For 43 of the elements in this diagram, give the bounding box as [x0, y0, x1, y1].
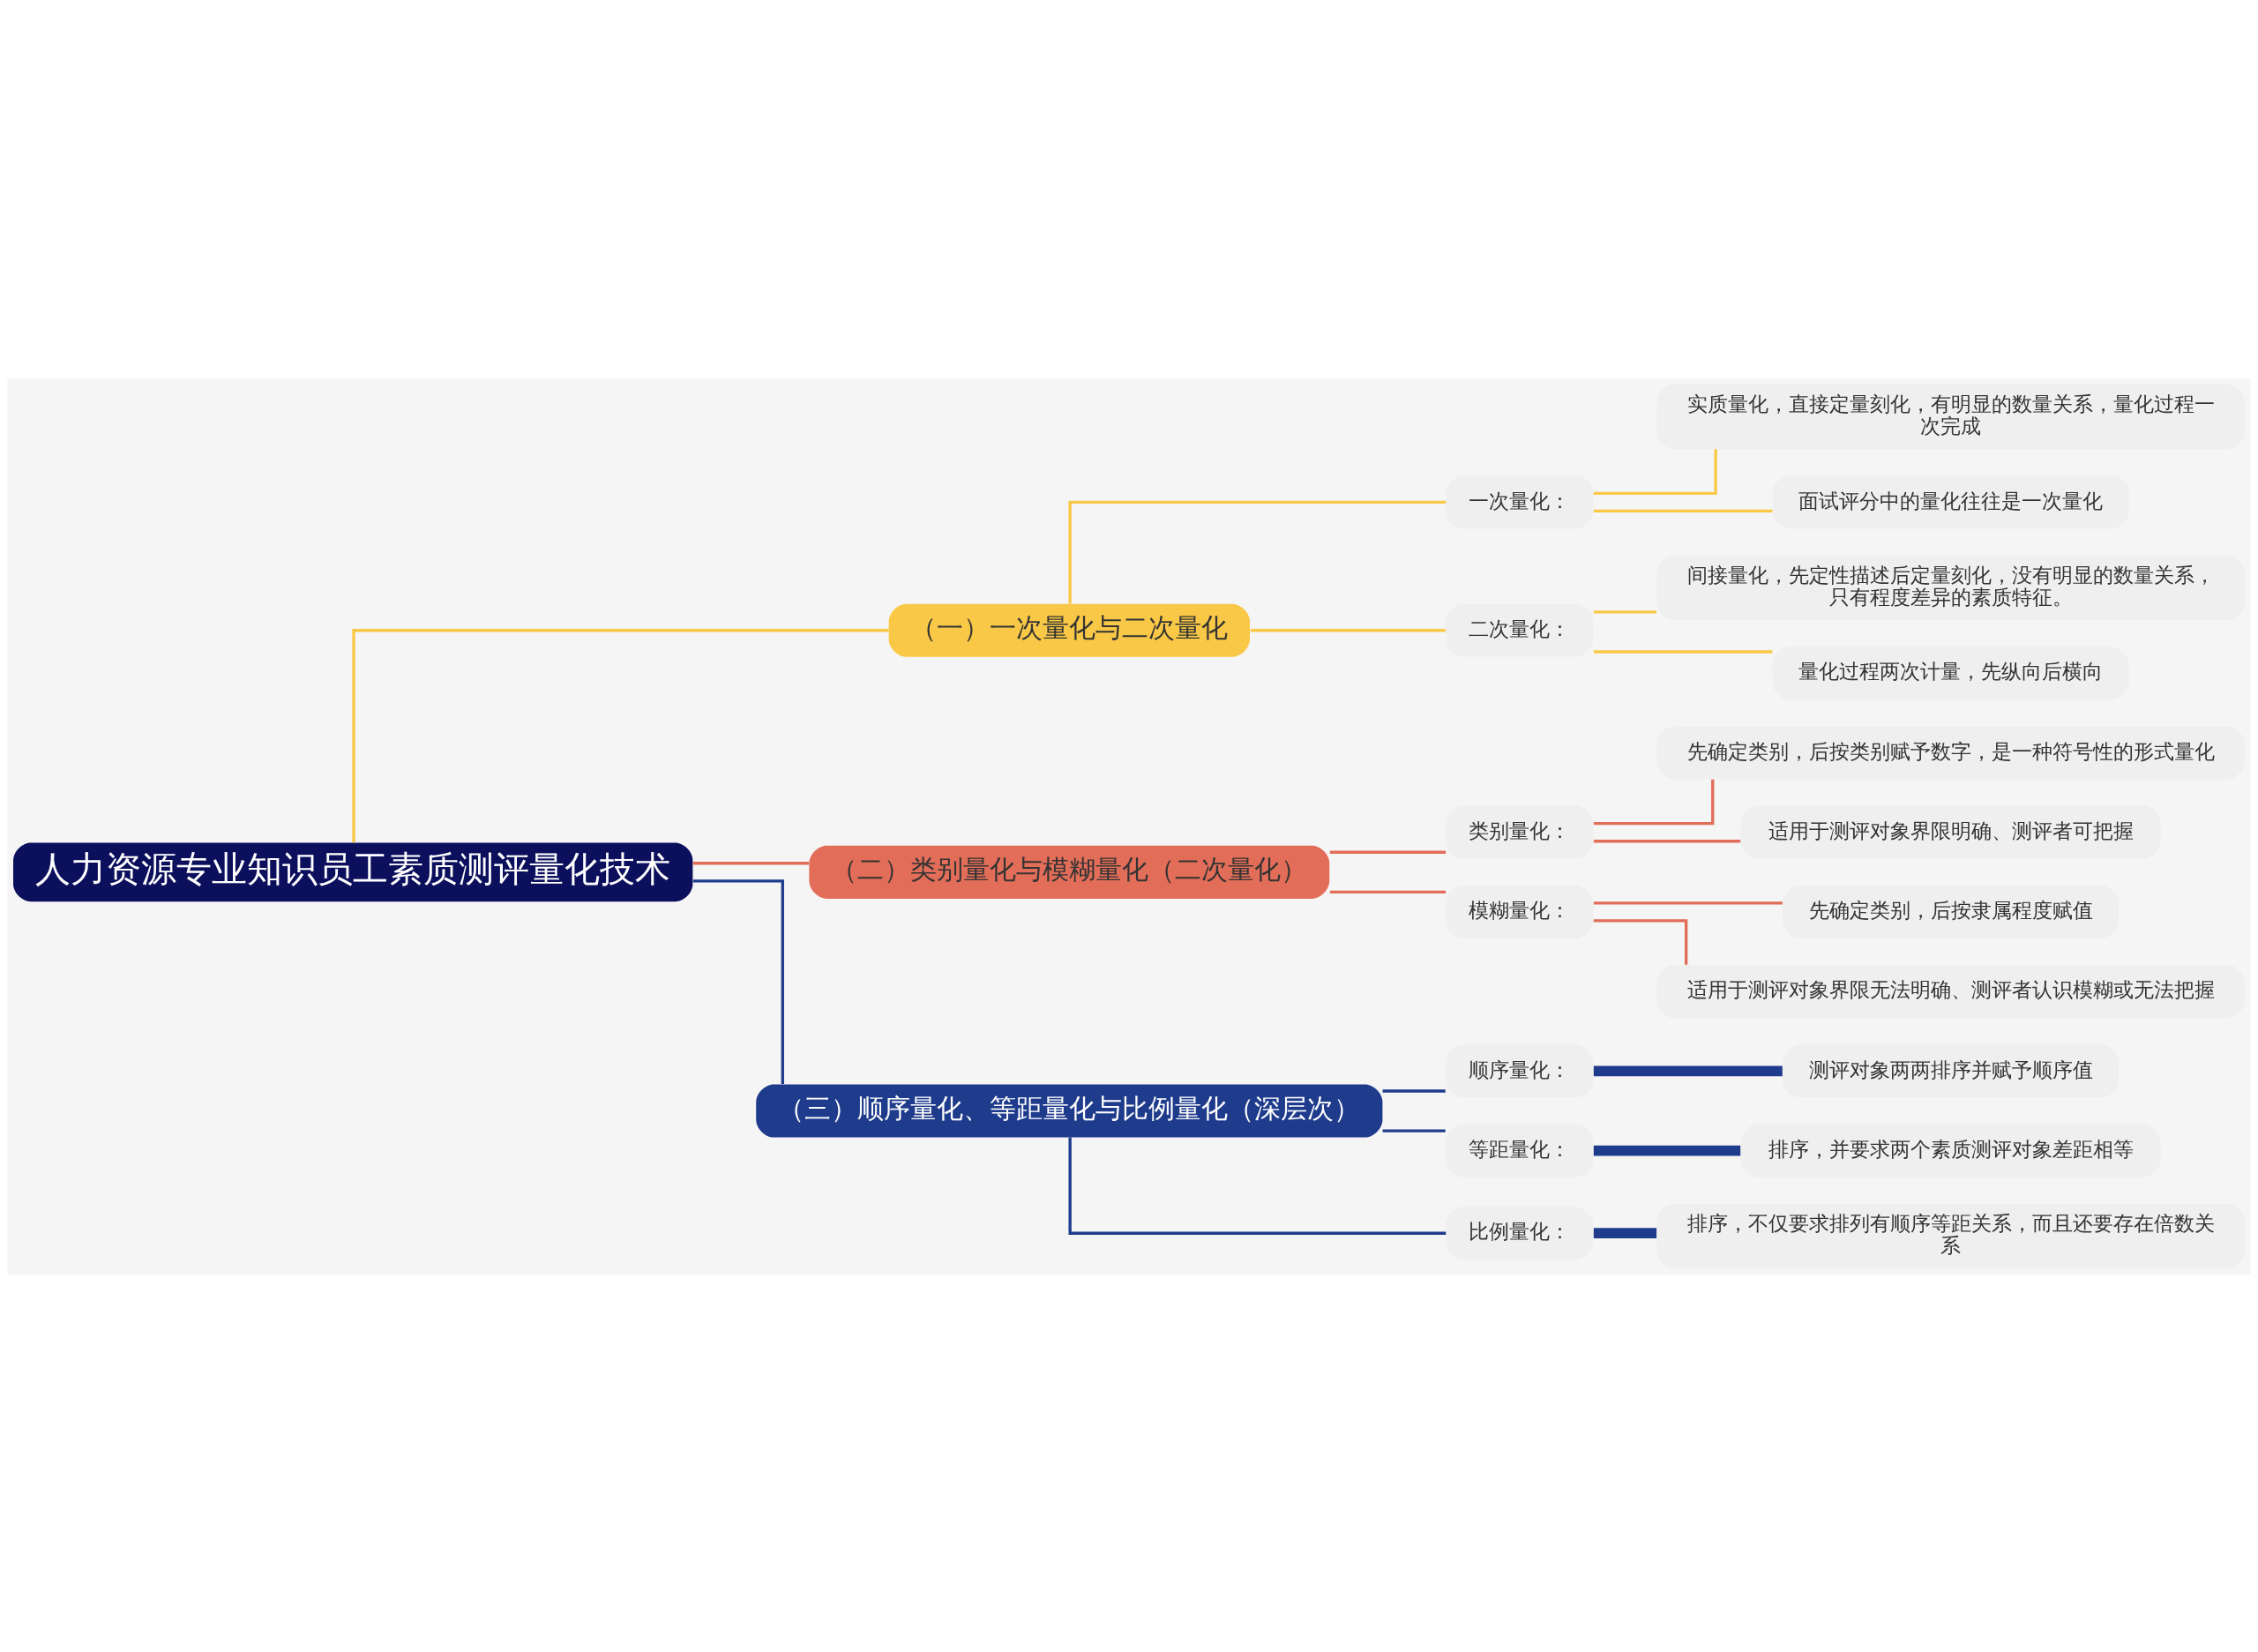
node-box: 人力资源专业知识员工素质测评量化技术 [13, 841, 693, 901]
connector [1593, 509, 1773, 512]
connector [352, 628, 889, 842]
node-box: 适用于测评对象界限无法明确、测评者认识模糊或无法把握 [1656, 964, 2245, 1018]
connector [1593, 901, 1783, 905]
connector [1593, 609, 1657, 614]
node-box: 面试评分中的量化往往是一次量化 [1772, 475, 2129, 528]
connector [1382, 1088, 1446, 1093]
connector [1382, 1128, 1446, 1132]
connector [1593, 1145, 1741, 1155]
node-box: 顺序量化： [1446, 1043, 1594, 1097]
connector [1329, 890, 1447, 893]
connector [1593, 649, 1773, 654]
node-box: 二次量化： [1446, 603, 1594, 657]
connector [1593, 1065, 1783, 1076]
connector [1593, 839, 1741, 842]
connector [1593, 918, 1688, 965]
connector [1593, 448, 1717, 495]
node-box: （二）类别量化与模糊量化（二次量化） [809, 845, 1330, 899]
connector [1329, 850, 1447, 854]
connector [1593, 779, 1715, 825]
node-box: 先确定类别，后按类别赋予数字，是一种符号性的形式量化 [1656, 725, 2245, 780]
node-box: 测评对象两两排序并赋予顺序值 [1783, 1043, 2120, 1097]
node-box: 比例量化： [1446, 1206, 1594, 1260]
node-box: 量化过程两次计量，先纵向后横向 [1772, 646, 2129, 699]
node-box: 一次量化： [1446, 475, 1594, 528]
connector [1250, 628, 1446, 632]
node-box: 排序，不仅要求排列有顺序等距关系，而且还要存在倍数关系 [1656, 1203, 2245, 1268]
node-box: 等距量化： [1446, 1124, 1594, 1177]
node-box: 适用于测评对象界限明确、测评者可把握 [1740, 805, 2161, 859]
node-box: 实质量化，直接定量刻化，有明显的数量关系，量化过程一次完成 [1656, 384, 2245, 449]
node-box: （三）顺序量化、等距量化与比例量化（深层次） [756, 1083, 1383, 1138]
connector [1593, 1227, 1657, 1238]
node-box: 类别量化： [1446, 805, 1594, 859]
node-box: 模糊量化： [1446, 885, 1594, 938]
node-box: 间接量化，先定性描述后定量刻化，没有明显的数量关系，只有程度差异的素质特征。 [1656, 555, 2245, 620]
node-box: 排序，并要求两个素质测评对象差距相等 [1740, 1124, 2161, 1177]
connector [1068, 1137, 1447, 1235]
node-box: （一）一次量化与二次量化 [888, 603, 1251, 657]
connector [692, 878, 784, 1084]
connector [692, 861, 810, 864]
connector [1068, 500, 1447, 604]
node-box: 先确定类别，后按隶属程度赋值 [1783, 885, 2120, 938]
